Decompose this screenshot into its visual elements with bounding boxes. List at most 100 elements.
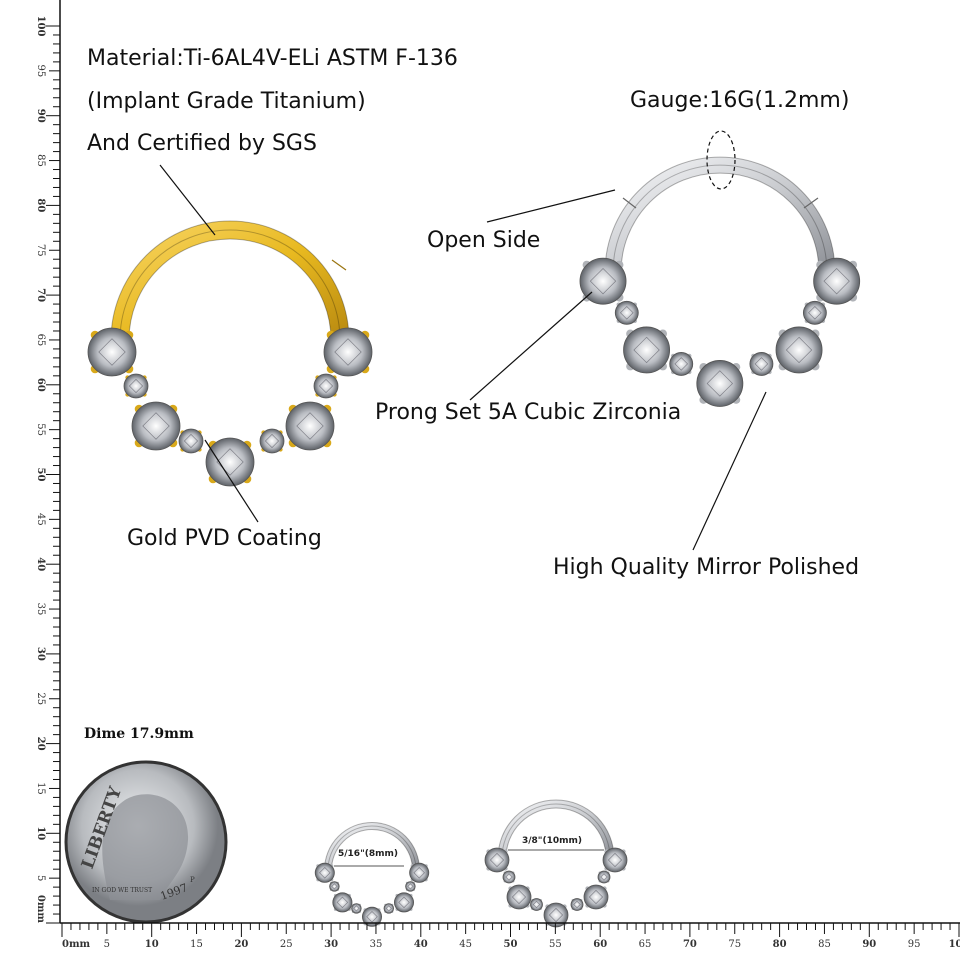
cubic-zirconia-gem — [530, 898, 543, 911]
gem-facet — [600, 873, 608, 881]
gem-facet — [334, 338, 362, 366]
gem-facet — [413, 867, 425, 879]
horizontal-ruler-tick-label: 10 — [145, 939, 159, 950]
cubic-zirconia-gem — [623, 326, 671, 374]
dime-mint-mark: P — [190, 876, 195, 884]
cubic-zirconia-gem — [178, 428, 204, 454]
gem-facet — [706, 370, 734, 397]
vertical-ruler-tick-label: 40 — [35, 557, 46, 571]
cubic-zirconia-gem — [813, 257, 861, 305]
horizontal-ruler-tick-label: 85 — [818, 939, 831, 950]
gem-facet — [296, 412, 324, 440]
ring — [484, 799, 628, 928]
horizontal-ruler-tick-label: 95 — [908, 939, 921, 950]
gem-facet — [532, 900, 541, 909]
cubic-zirconia-gem — [543, 902, 569, 928]
horizontal-ruler-tick-label: 70 — [683, 939, 697, 950]
vertical-ruler-tick-label: 90 — [35, 109, 46, 123]
cubic-zirconia-gem — [602, 847, 628, 873]
prong-callout-line — [469, 291, 593, 401]
gem-facet — [407, 883, 414, 890]
vertical-ruler-tick-label: 45 — [35, 513, 46, 526]
gem-facet — [142, 412, 170, 440]
cubic-zirconia-gem — [87, 327, 137, 377]
ring-edge — [501, 803, 611, 859]
horizontal-ruler-tick-label: 0mm — [62, 939, 91, 950]
horizontal-ruler-tick-label: 100 — [949, 939, 960, 950]
open-side-label: Open Side — [427, 228, 541, 253]
horizontal-ruler-tick-label: 40 — [414, 939, 428, 950]
mirror-callout-line — [692, 391, 767, 551]
cubic-zirconia-gem — [314, 862, 335, 883]
horizontal-ruler-tick-label: 55 — [549, 939, 562, 950]
gem-facet — [336, 896, 349, 909]
size-large-label: 3/8"(10mm) — [522, 836, 583, 846]
cubic-zirconia-gem — [351, 903, 362, 914]
cubic-zirconia-gem — [285, 401, 335, 451]
ring-band — [324, 822, 420, 871]
prong-set-label: Prong Set 5A Cubic Zirconia — [375, 400, 682, 425]
vertical-ruler-tick-label: 80 — [35, 198, 46, 212]
gem-facet — [619, 305, 634, 320]
ring-inner-edge — [505, 807, 607, 859]
cubic-zirconia-gem — [123, 373, 149, 399]
gem-facet — [366, 911, 378, 923]
gem-facet — [353, 905, 360, 912]
cubic-zirconia-gem — [409, 862, 430, 883]
dime-label: Dime 17.9mm — [84, 726, 194, 742]
cubic-zirconia-gem — [506, 884, 532, 910]
open-side-callout-line — [486, 189, 616, 223]
ring-edge — [119, 229, 341, 341]
ring-inner-edge — [128, 238, 332, 341]
cubic-zirconia-gem — [502, 870, 516, 884]
gem-facet — [98, 338, 126, 366]
vertical-ruler-tick-label: 60 — [35, 378, 46, 392]
gem-facet — [588, 889, 604, 905]
horizontal-ruler-tick-label: 30 — [324, 939, 338, 950]
horizontal-ruler-tick-label: 65 — [639, 939, 652, 950]
vertical-ruler-tick-label: 55 — [35, 423, 46, 436]
gold-pvd-callout-line — [204, 439, 259, 523]
implant-grade-label: (Implant Grade Titanium) — [87, 89, 366, 114]
hinge-mark — [622, 197, 637, 209]
vertical-ruler-tick-label: 20 — [35, 737, 46, 751]
vertical-ruler-tick-label: 75 — [35, 244, 46, 257]
material-label: Material:Ti-6AL4V-ELi ASTM F-136 — [87, 46, 458, 71]
gem-facet — [589, 267, 617, 295]
cubic-zirconia-gem — [323, 327, 373, 377]
gauge-dashed-ellipse — [706, 130, 736, 190]
cubic-zirconia-gem — [131, 401, 181, 451]
gem-facet — [808, 305, 822, 320]
vertical-ruler-tick-label: 95 — [35, 64, 46, 77]
gem-facet — [216, 448, 244, 476]
gem-facet — [398, 896, 410, 909]
hinge-mark — [331, 259, 347, 271]
gem-facet — [785, 336, 813, 364]
mirror-polished-label: High Quality Mirror Polished — [553, 555, 860, 580]
gem-facet — [128, 378, 144, 394]
cubic-zirconia-gem — [329, 881, 340, 892]
size-small-label: 5/16"(8mm) — [338, 849, 399, 859]
gem-facet — [548, 907, 564, 923]
cubic-zirconia-gem — [405, 881, 416, 892]
vertical-ruler-tick-label: 30 — [35, 647, 46, 661]
cubic-zirconia-gem — [205, 437, 255, 487]
horizontal-ruler-tick-label: 60 — [593, 939, 607, 950]
gem-facet — [633, 336, 660, 364]
gem-facet — [331, 883, 338, 890]
ring-outer-edge — [497, 799, 615, 859]
horizontal-ruler-tick-label: 90 — [862, 939, 876, 950]
vertical-ruler-tick-label: 15 — [35, 782, 46, 795]
vertical-ruler-tick-label: 0mm — [35, 895, 46, 924]
vertical-ruler-tick-label: 35 — [35, 603, 46, 616]
gem-facet — [573, 900, 581, 909]
cubic-zirconia-gem — [614, 300, 639, 325]
ring-band — [498, 800, 614, 859]
cubic-zirconia-gem — [597, 870, 611, 884]
ring-band — [605, 157, 835, 273]
vertical-ruler-tick-label: 85 — [35, 154, 46, 167]
vertical-ruler-tick-label: 10 — [35, 826, 46, 840]
vertical-ruler-tick-label: 25 — [35, 692, 46, 705]
ring-band — [111, 221, 349, 341]
